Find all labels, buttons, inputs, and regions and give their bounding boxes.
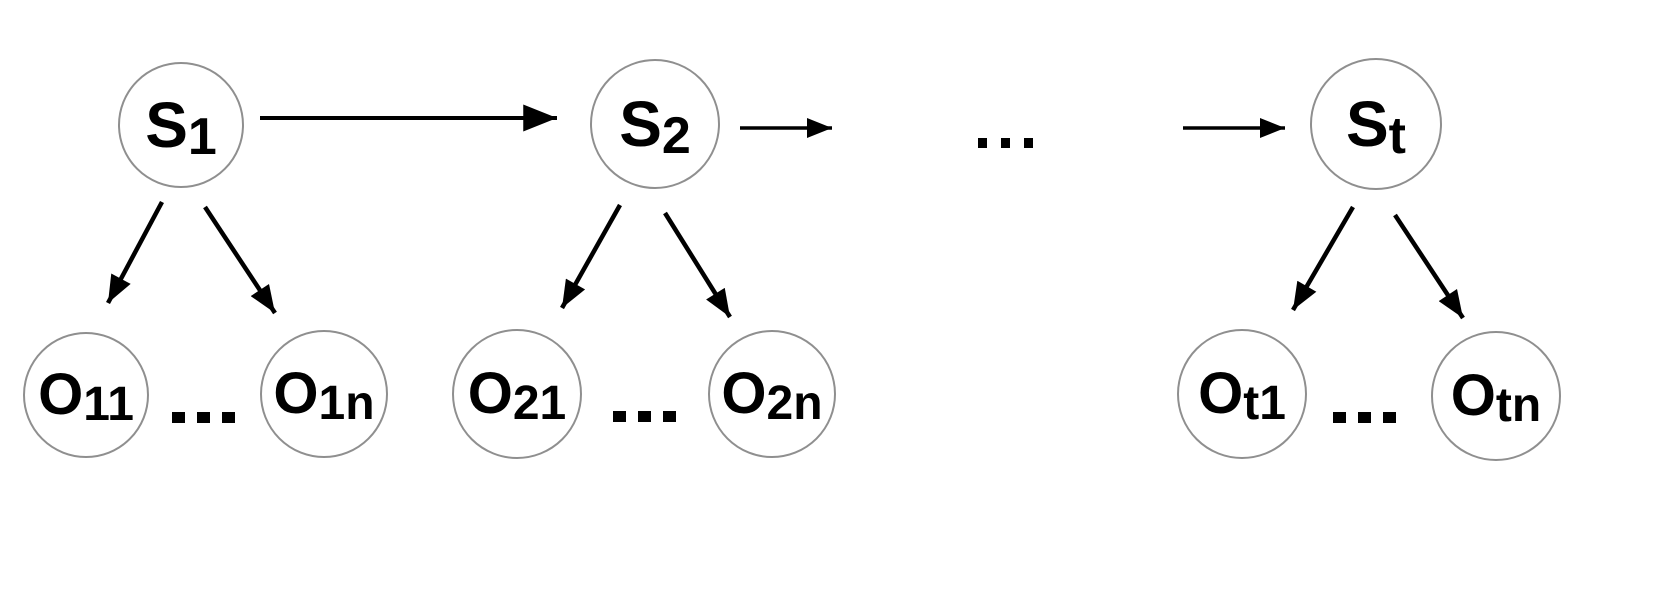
ellipsis-dot [978,138,987,148]
observation-node-ot1: Ot1 [1177,329,1307,459]
ellipsis-dot [222,412,235,423]
observation-label-o11: O11 [38,362,134,431]
state-label-st: St [1345,88,1406,165]
observation-label-o1n: O1n [273,361,375,430]
ellipsis-dot [613,411,626,422]
state-node-st: St [1310,58,1442,190]
emission-arrow-st-ot1 [1291,205,1355,312]
ellipsis-observations-1 [172,412,235,423]
emission-arrow-s2-o2n [663,211,732,319]
observation-node-o1n: O1n [260,330,388,458]
observation-label-o2n: O2n [721,361,823,430]
observation-node-o21: O21 [452,329,582,459]
state-label-s1: S1 [145,89,217,166]
observation-label-ot1: Ot1 [1198,361,1286,430]
ellipsis-dot [638,411,651,422]
emission-arrow-s1-o11 [106,200,164,305]
emission-arrow-s1-o1n [203,205,277,315]
ellipsis-dot [1383,412,1396,423]
observation-node-o2n: O2n [708,330,836,458]
emission-arrow-s2-o21 [560,203,622,310]
observation-label-o21: O21 [467,361,567,430]
ellipsis-dot [1024,138,1033,148]
ellipsis-observations-2 [613,411,676,422]
state-node-s1: S1 [118,62,244,188]
ellipsis-dot [1001,138,1010,148]
ellipsis-dot [197,412,210,423]
observation-label-otn: Otn [1450,363,1542,432]
emission-arrow-st-otn [1393,213,1465,320]
ellipsis-dot [1358,412,1371,423]
ellipsis-observations-3 [1333,412,1396,423]
state-node-s2: S2 [590,59,720,189]
ellipsis-dot [1333,412,1346,423]
ellipsis-states [978,138,1033,148]
ellipsis-dot [663,411,676,422]
observation-node-otn: Otn [1431,331,1561,461]
observation-node-o11: O11 [23,332,149,458]
ellipsis-dot [172,412,185,423]
state-label-s2: S2 [619,88,691,165]
